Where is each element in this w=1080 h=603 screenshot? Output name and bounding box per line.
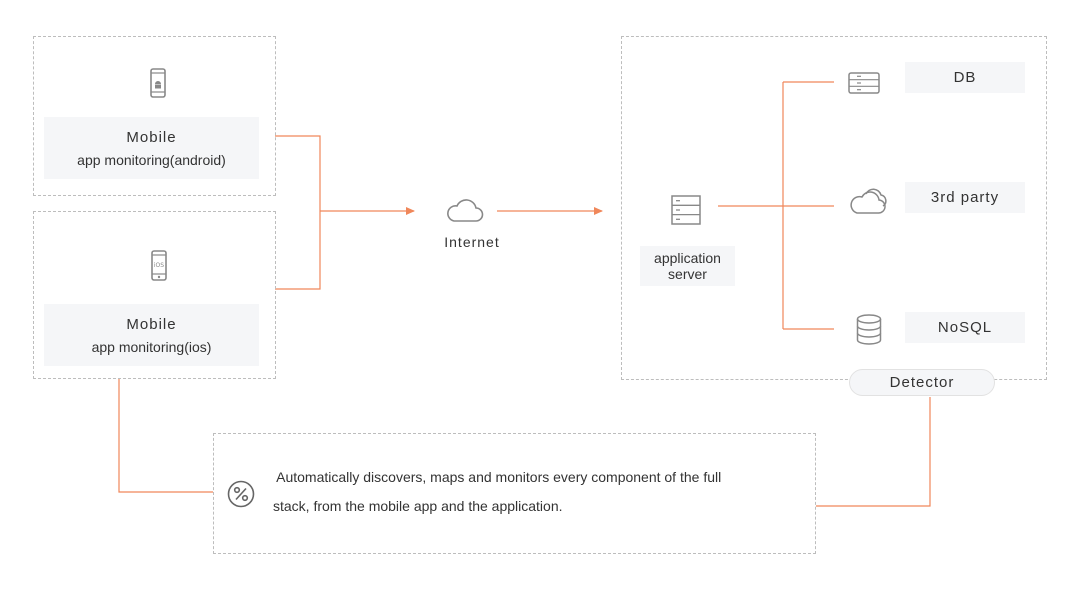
summary-line1: Automatically discovers, maps and monito… (273, 469, 722, 485)
android-subtitle: app monitoring(android) (77, 151, 226, 168)
detector-to-summary-line (816, 397, 931, 507)
backend-container (621, 36, 1047, 380)
app-server-line2: server (668, 266, 707, 282)
android-container (33, 36, 276, 196)
third-party-cloud-icon (850, 188, 887, 214)
internet-label: Internet (444, 234, 500, 250)
ios-to-summary-line (118, 379, 213, 493)
db-label: DB (905, 62, 1025, 93)
android-phone-icon (150, 68, 166, 98)
svg-text:iOS: iOS (154, 262, 164, 269)
percent-icon (227, 480, 255, 508)
summary-line2: stack, from the mobile app and the appli… (273, 498, 563, 514)
db-server-rack-icon (848, 72, 880, 94)
third-party-label: 3rd party (905, 182, 1025, 213)
ios-label-box: Mobile app monitoring(ios) (44, 304, 259, 366)
android-label-box: Mobile app monitoring(android) (44, 117, 259, 179)
app-server-label-box: application server (640, 246, 735, 286)
ios-subtitle: app monitoring(ios) (91, 338, 212, 355)
ios-container (33, 211, 276, 379)
android-title: Mobile (126, 128, 177, 146)
app-server-line1: application (654, 250, 721, 266)
detector-pill: Detector (849, 369, 995, 396)
internet-cloud-icon (447, 199, 484, 222)
nosql-label: NoSQL (905, 312, 1025, 343)
ios-title: Mobile (126, 315, 177, 333)
android-to-merge-line (275, 135, 321, 211)
summary-container (213, 433, 816, 554)
server-icon (671, 195, 701, 225)
nosql-database-icon (856, 314, 882, 345)
ios-phone-icon: iOS (151, 250, 167, 281)
ios-to-merge-line (275, 211, 321, 290)
